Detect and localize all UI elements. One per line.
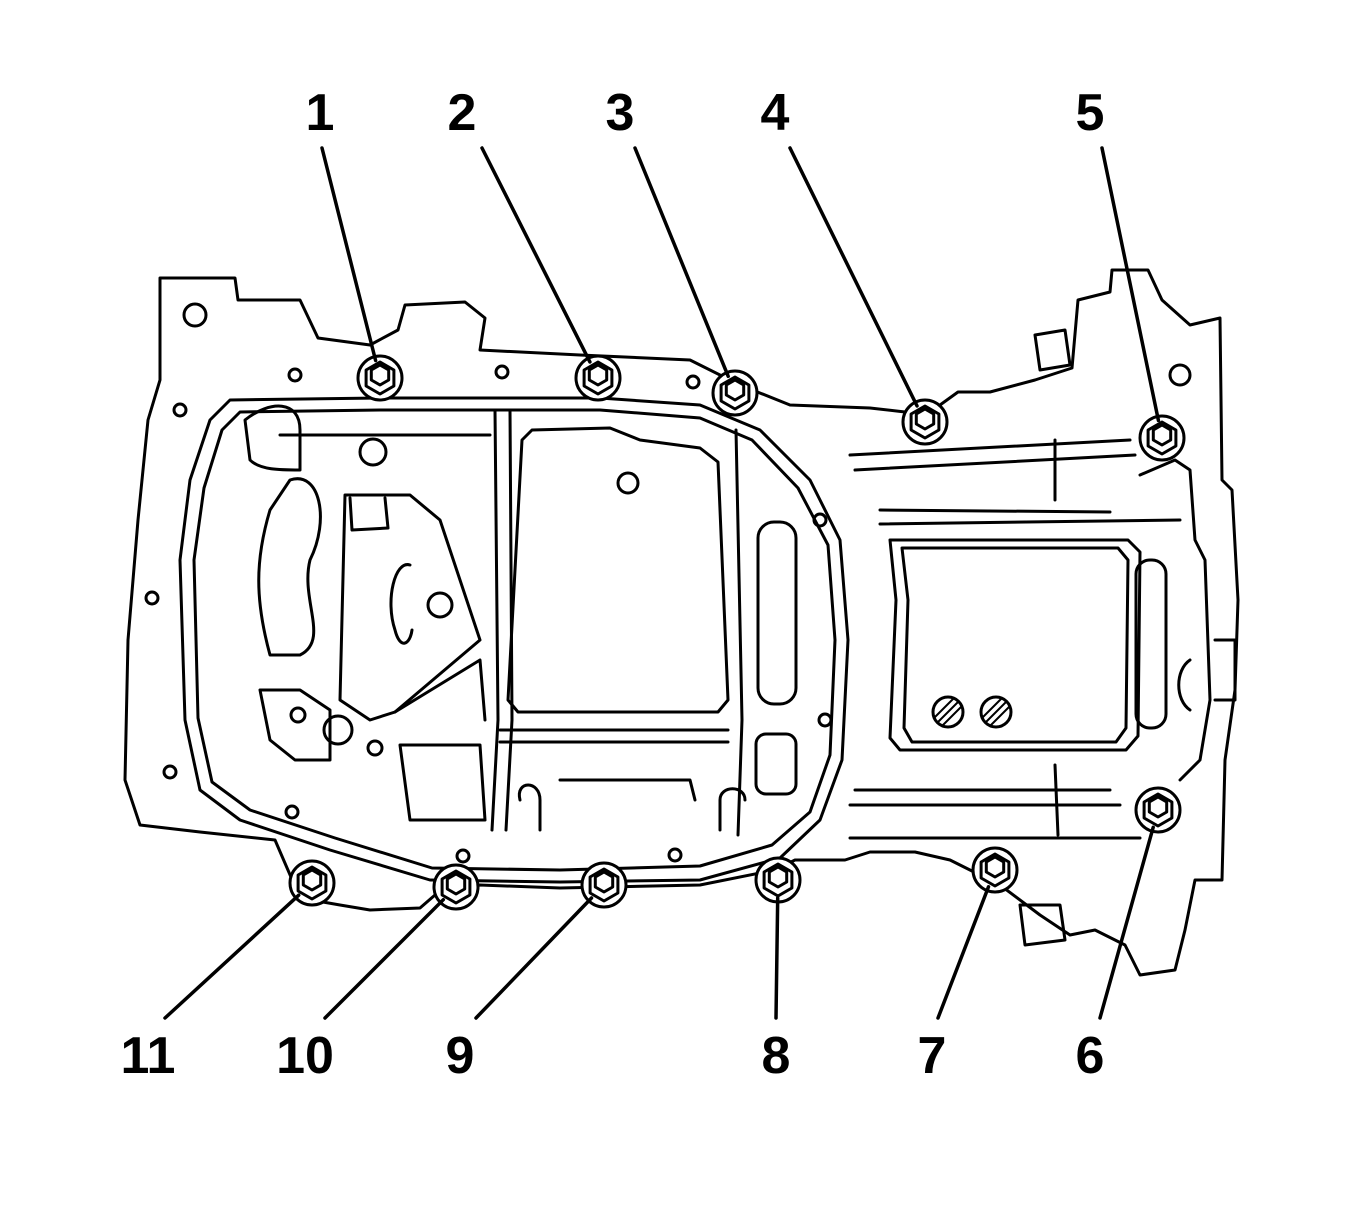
leader-line-10 xyxy=(323,897,446,1020)
leader-line-11 xyxy=(163,893,301,1020)
leader-line-4 xyxy=(788,146,919,408)
leader-line-8 xyxy=(774,896,780,1020)
bolt-10 xyxy=(432,863,480,911)
callout-5: 5 xyxy=(1076,84,1105,142)
rib-diagonal-top-1 xyxy=(848,438,1132,457)
pan-flange-inner xyxy=(192,408,837,872)
callout-3: 3 xyxy=(606,84,635,142)
rib-upper-right-2 xyxy=(878,518,1182,526)
bolt-head-top xyxy=(445,872,467,896)
callout-2: 2 xyxy=(448,84,477,142)
callout-9: 9 xyxy=(446,1027,475,1085)
bolt-group xyxy=(288,354,1186,911)
rib-slot-right xyxy=(1134,558,1168,730)
leader-line-1 xyxy=(320,146,378,363)
left-curve xyxy=(389,563,414,645)
leader-line-5 xyxy=(1100,146,1161,423)
oil-pan-outline xyxy=(123,268,1240,977)
callout-10: 10 xyxy=(276,1027,334,1085)
rib-vertical-3 xyxy=(734,428,744,837)
bolt-head-top xyxy=(301,868,323,892)
callout-8: 8 xyxy=(762,1027,791,1085)
bolt-head-top xyxy=(593,870,615,894)
bolt-7 xyxy=(971,846,1019,894)
bolt-head-top xyxy=(914,407,936,431)
bracket-brace xyxy=(393,658,487,722)
bolt-6 xyxy=(1134,786,1182,834)
rib-slot-left xyxy=(756,520,798,706)
callout-4: 4 xyxy=(761,84,790,142)
sensor-connector-bottom xyxy=(1018,903,1067,947)
lower-center-hook xyxy=(517,783,542,832)
right-window xyxy=(900,546,1130,744)
pickup-tab xyxy=(348,496,390,532)
callout-1: 1 xyxy=(306,84,335,142)
bolt-9 xyxy=(580,861,628,909)
callout-11: 11 xyxy=(121,1027,176,1085)
bolt-2 xyxy=(574,354,622,402)
sensor-connector-top xyxy=(1033,328,1072,372)
pickup-bracket xyxy=(338,493,482,722)
bolt-head-top xyxy=(369,363,391,387)
bolt-1 xyxy=(356,354,404,402)
mounting-holes xyxy=(144,302,1192,864)
callout-label-group: 1 2 3 4 5 6 7 8 9 10 11 xyxy=(121,84,1105,1085)
leader-line-group xyxy=(163,146,1161,1020)
left-corner-boss xyxy=(243,404,302,472)
leader-line-3 xyxy=(633,146,730,379)
bolt-head-top xyxy=(1147,795,1169,819)
rib-vertical-2 xyxy=(504,408,514,832)
right-side-rail xyxy=(1138,458,1212,782)
bolt-head-top xyxy=(984,855,1006,879)
leader-line-7 xyxy=(936,885,991,1020)
bolt-head-top xyxy=(724,378,746,402)
leader-line-2 xyxy=(480,146,592,364)
leader-line-6 xyxy=(1098,825,1155,1020)
drain-plug-2 xyxy=(979,695,1013,729)
bolt-11 xyxy=(288,859,336,907)
callout-6: 6 xyxy=(1076,1027,1105,1085)
lower-left-boss xyxy=(258,688,332,762)
leader-line-9 xyxy=(474,896,594,1020)
right-side-curve xyxy=(1177,658,1192,712)
bolt-head-top xyxy=(767,865,789,889)
callout-7: 7 xyxy=(918,1027,947,1085)
rib-stub-2 xyxy=(1053,763,1060,837)
bolt-4 xyxy=(901,398,949,446)
bolt-5 xyxy=(1138,414,1186,462)
rib-vertical-1 xyxy=(490,408,500,832)
bolt-8 xyxy=(754,856,802,904)
left-baffle xyxy=(257,477,322,657)
pan-flange xyxy=(178,396,850,884)
rib-diagonal-top-2 xyxy=(853,453,1137,472)
drain-plug-1 xyxy=(931,695,965,729)
right-side-tab xyxy=(1213,638,1237,702)
bolt-3 xyxy=(711,369,759,417)
oil-pan-body xyxy=(123,268,1240,977)
lower-left-box xyxy=(398,743,487,822)
lower-right-hook xyxy=(718,787,747,832)
right-window-frame xyxy=(888,538,1142,752)
rib-slot-small xyxy=(754,732,798,796)
bolt-head-top xyxy=(587,363,609,387)
bolt-head-top xyxy=(1151,423,1173,447)
rib-upper-right xyxy=(878,508,1112,514)
lower-center-rib xyxy=(558,778,697,802)
